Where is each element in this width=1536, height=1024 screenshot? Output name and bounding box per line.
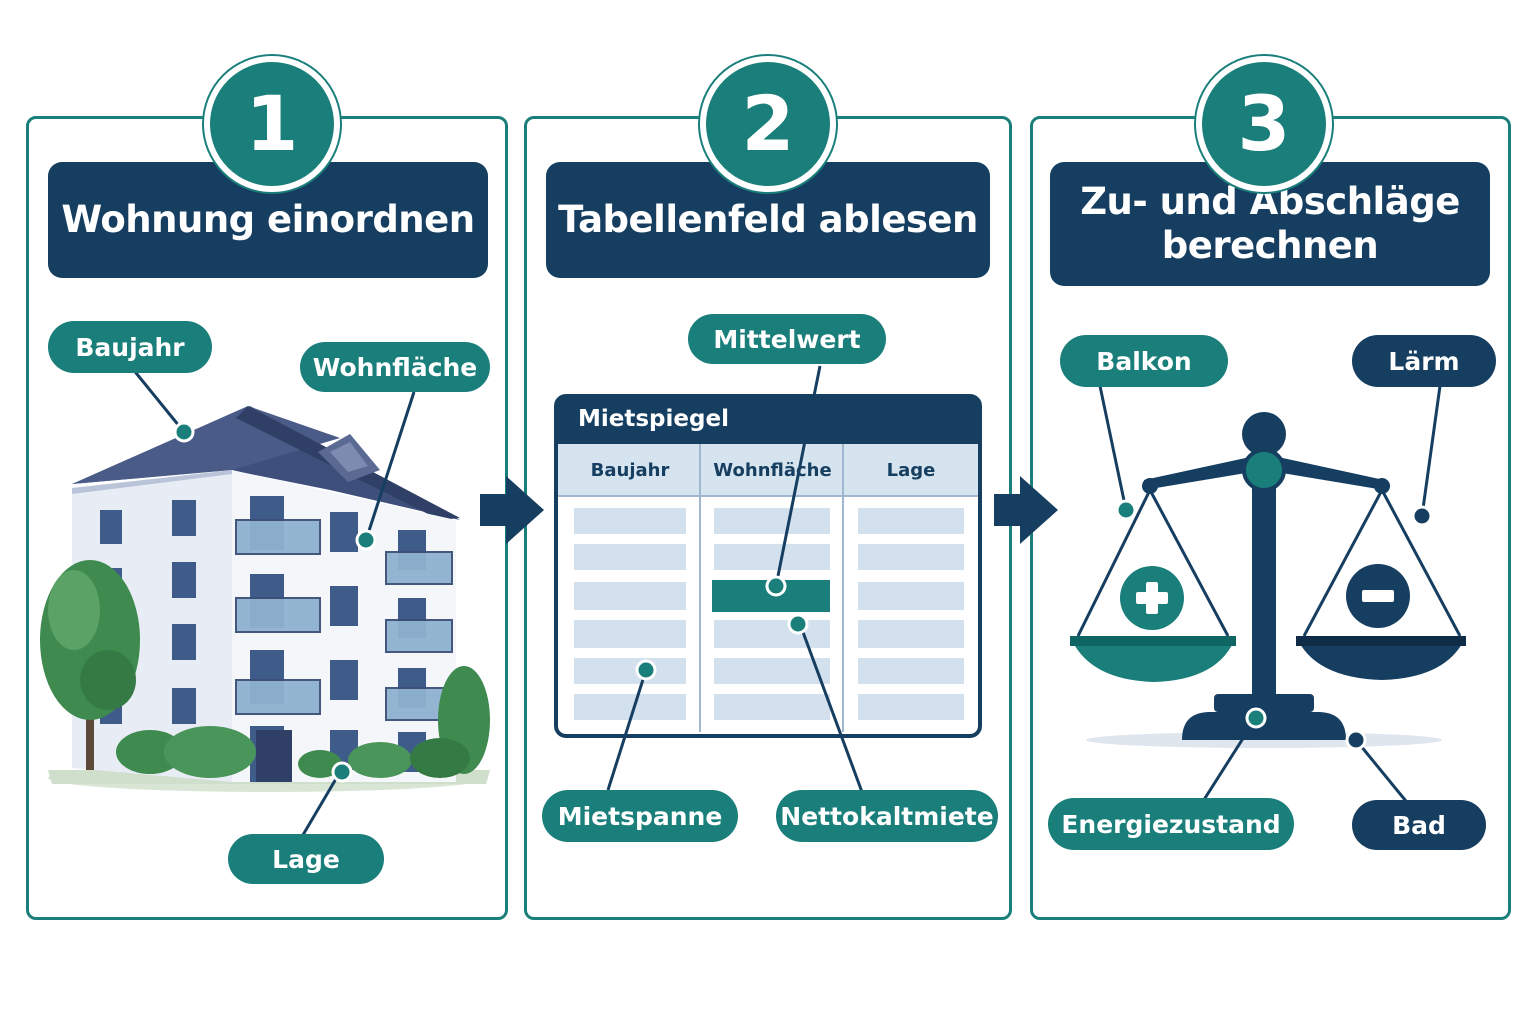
step-2-title-text: Tabellenfeld ablesen	[558, 198, 978, 241]
step-1-title: Wohnung einordnen	[48, 162, 488, 278]
table-icon	[554, 394, 982, 738]
label-mietspanne: Mietspanne	[542, 790, 738, 842]
step-3-title-line2: berechnen	[1161, 224, 1379, 267]
table-col-wohnflaeche: Wohnfläche	[713, 460, 832, 481]
step-2-number: 2	[700, 56, 836, 192]
label-mittelwert: Mittelwert	[688, 314, 886, 364]
table-title: Mietspiegel	[578, 406, 729, 432]
step-1-number: 1	[204, 56, 340, 192]
table-col-lage: Lage	[886, 460, 936, 481]
label-nettokaltmiete: Nettokaltmiete	[776, 790, 998, 842]
arrow-right-icon	[994, 476, 1058, 544]
label-wohnflaeche: Wohnfläche	[300, 342, 490, 392]
label-laerm: Lärm	[1352, 335, 1496, 387]
arrow-right-icon	[480, 476, 544, 544]
table-col-baujahr: Baujahr	[590, 460, 670, 481]
step-3-number: 3	[1196, 56, 1332, 192]
label-bad: Bad	[1352, 800, 1486, 850]
balance-scale-icon	[1070, 412, 1466, 748]
plus-icon	[1120, 566, 1184, 630]
label-baujahr: Baujahr	[48, 321, 212, 373]
label-balkon: Balkon	[1060, 335, 1228, 387]
tree-icon	[40, 560, 490, 778]
minus-icon	[1346, 564, 1410, 628]
step-1-title-text: Wohnung einordnen	[61, 198, 475, 241]
label-energiezustand: Energiezustand	[1048, 798, 1294, 850]
label-lage: Lage	[228, 834, 384, 884]
